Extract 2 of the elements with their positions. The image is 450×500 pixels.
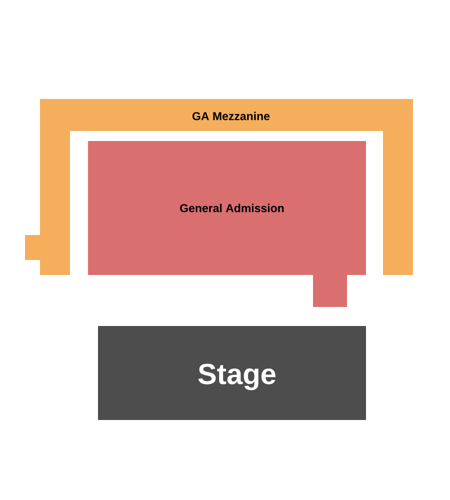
admission-section: General Admission xyxy=(88,141,366,307)
stage-block: Stage xyxy=(98,326,366,420)
